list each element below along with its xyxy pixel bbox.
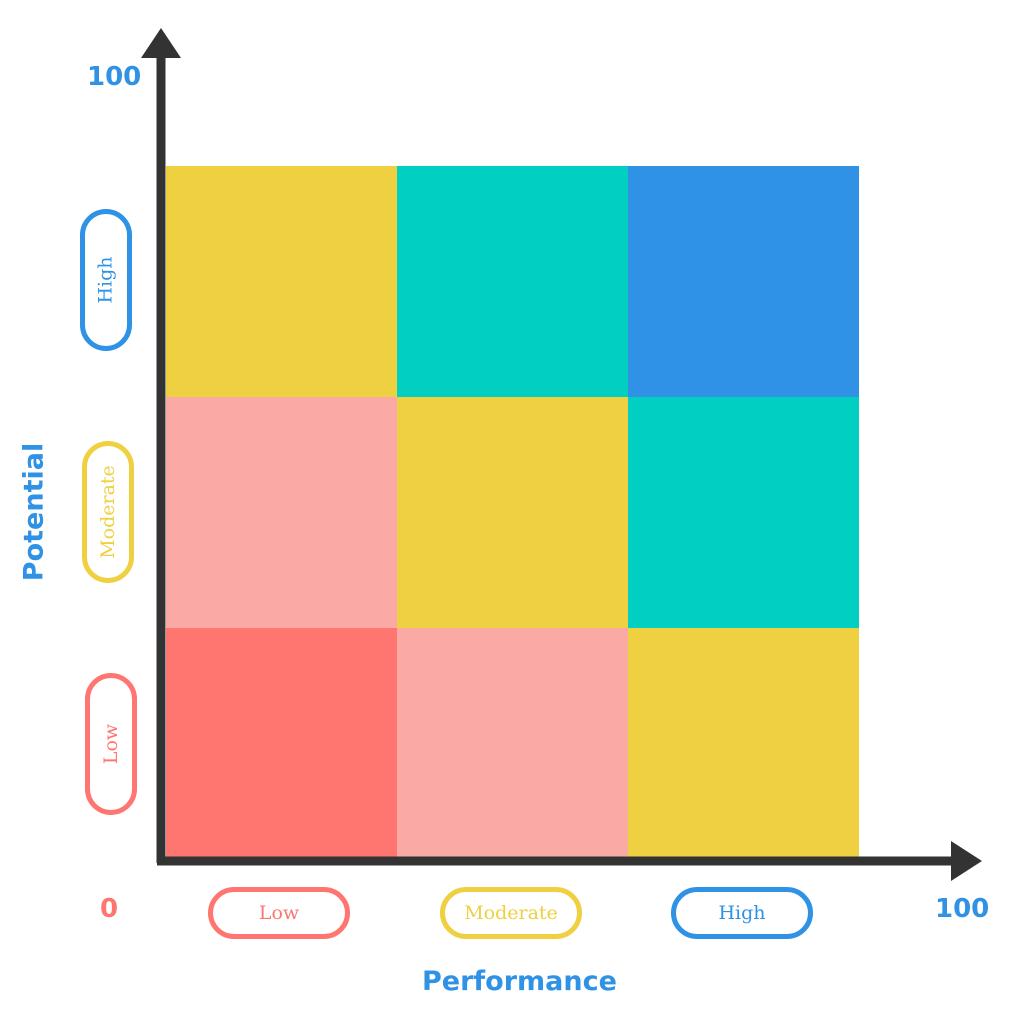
x-axis-title: Performance <box>422 966 617 997</box>
x-axis-arrow-icon <box>951 841 982 881</box>
cell-low-potential-low-performance <box>166 628 397 859</box>
y-level-high-label: High <box>95 256 118 304</box>
x-level-low-label: Low <box>258 902 300 924</box>
y-axis-arrow-icon <box>141 28 181 58</box>
cell-moderate-potential-low-performance <box>166 397 397 628</box>
y-level-moderate-pill: Moderate <box>82 441 134 583</box>
cell-high-potential-low-performance <box>166 166 397 397</box>
origin-label: 0 <box>100 894 119 924</box>
cell-high-potential-moderate-performance <box>397 166 628 397</box>
x-level-high-label: High <box>718 902 766 924</box>
cell-high-potential-high-performance <box>628 166 859 397</box>
x-level-moderate-pill: Moderate <box>440 887 582 939</box>
y-level-low-pill: Low <box>85 673 137 815</box>
y-level-low-label: Low <box>99 723 122 765</box>
cell-moderate-potential-high-performance <box>628 397 859 628</box>
x-level-high-pill: High <box>671 887 813 939</box>
x-axis-max-label: 100 <box>935 894 990 924</box>
cell-low-potential-high-performance <box>628 628 859 859</box>
cell-moderate-potential-moderate-performance <box>397 397 628 628</box>
x-level-moderate-label: Moderate <box>464 902 558 924</box>
y-level-high-pill: High <box>80 209 132 351</box>
x-level-low-pill: Low <box>208 887 350 939</box>
y-axis-title: Potential <box>18 442 50 582</box>
y-level-moderate-label: Moderate <box>97 465 119 559</box>
cell-low-potential-moderate-performance <box>397 628 628 859</box>
y-axis-max-label: 100 <box>87 62 142 92</box>
